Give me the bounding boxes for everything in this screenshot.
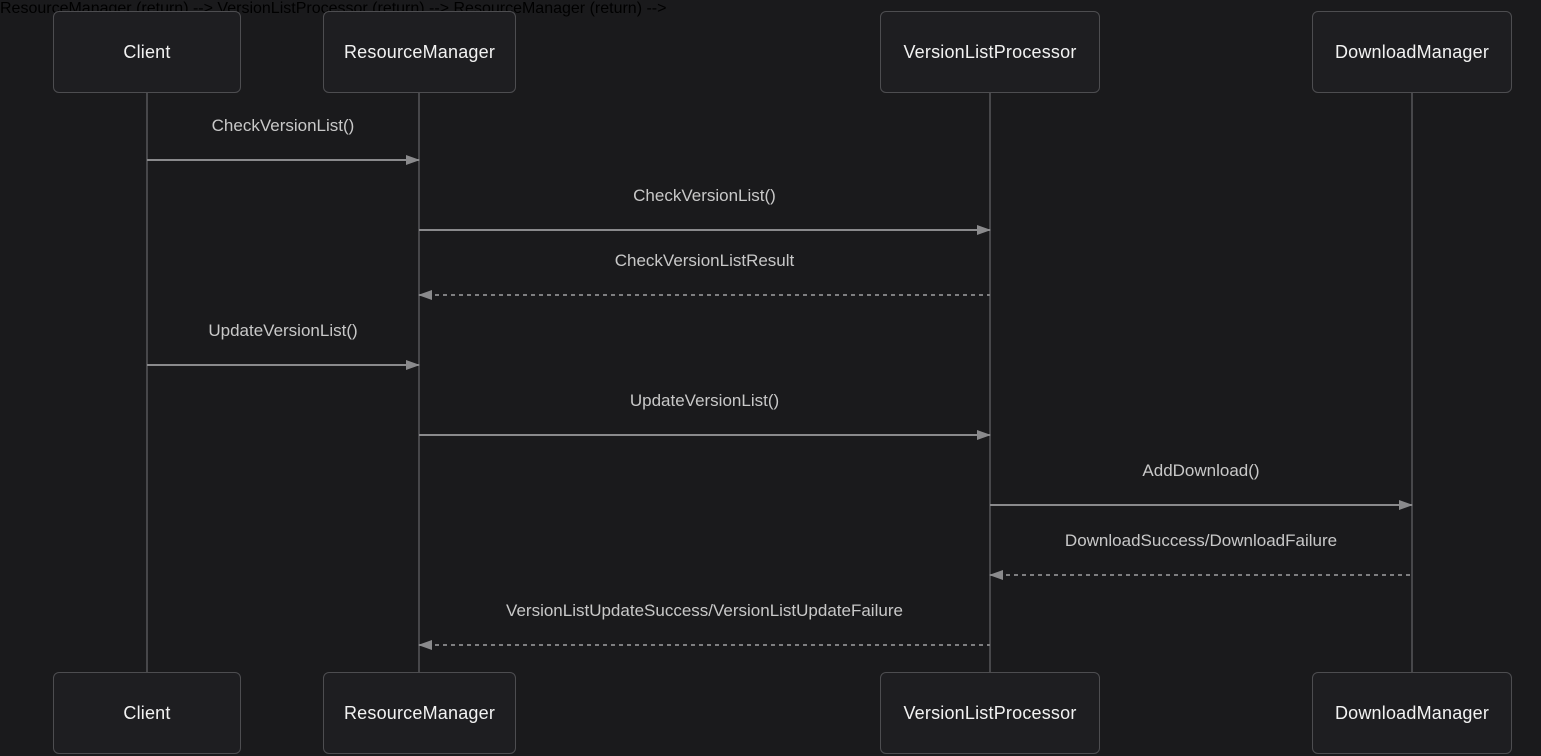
lifeline-versionlistprocessor — [989, 93, 991, 672]
arrowhead-right-icon — [406, 155, 420, 165]
message-8: VersionListUpdateSuccess/VersionListUpda… — [418, 596, 990, 650]
message-3-label: CheckVersionListResult — [614, 251, 795, 270]
participant-label: Client — [123, 702, 171, 723]
message-4: UpdateVersionList() — [147, 316, 420, 370]
message-1-label: CheckVersionList() — [211, 116, 355, 135]
message-4-line — [147, 364, 419, 366]
message-6-line — [990, 504, 1412, 506]
message-4-label: UpdateVersionList() — [208, 321, 358, 340]
participant-bottom-versionlistprocessor: VersionListProcessor — [880, 672, 1100, 754]
participant-label: VersionListProcessor — [903, 702, 1077, 723]
message-8-line — [419, 644, 990, 646]
arrowhead-right-icon — [1399, 500, 1413, 510]
participant-label: ResourceManager — [343, 41, 496, 62]
participant-label: Client — [123, 41, 171, 62]
message-7: DownloadSuccess/DownloadFailure — [989, 526, 1412, 580]
participant-top-resourcemanager: ResourceManager — [323, 11, 516, 93]
message-1-line — [147, 159, 419, 161]
participant-bottom-resourcemanager: ResourceManager — [323, 672, 516, 754]
participant-top-versionlistprocessor: VersionListProcessor — [880, 11, 1100, 93]
participant-top-downloadmanager: DownloadManager — [1312, 11, 1512, 93]
message-1: CheckVersionList() — [147, 111, 420, 165]
message-6-label: AddDownload() — [1142, 461, 1260, 480]
participant-label: VersionListProcessor — [903, 41, 1077, 62]
lifeline-client — [146, 93, 148, 672]
arrowhead-left-icon — [418, 290, 432, 300]
message-5: UpdateVersionList() — [419, 386, 991, 440]
participant-label: ResourceManager — [343, 702, 496, 723]
participant-top-client: Client — [53, 11, 241, 93]
message-2: CheckVersionList() — [419, 181, 991, 235]
message-2-label: CheckVersionList() — [633, 186, 776, 205]
message-7-line — [990, 574, 1412, 576]
arrowhead-right-icon — [406, 360, 420, 370]
message-3: CheckVersionListResult — [418, 246, 990, 300]
message-8-label: VersionListUpdateSuccess/VersionListUpda… — [506, 601, 903, 620]
message-5-label: UpdateVersionList() — [629, 391, 780, 410]
arrowhead-left-icon — [418, 640, 432, 650]
participant-bottom-client: Client — [53, 672, 241, 754]
arrowhead-right-icon — [977, 430, 991, 440]
message-6: AddDownload() — [990, 456, 1413, 510]
message-2-line — [419, 229, 990, 231]
message-7-label: DownloadSuccess/DownloadFailure — [1064, 531, 1338, 550]
participant-label: DownloadManager — [1334, 41, 1490, 62]
message-3-line — [419, 294, 990, 296]
lifeline-downloadmanager — [1411, 93, 1413, 672]
arrowhead-left-icon — [989, 570, 1003, 580]
lifeline-resourcemanager — [418, 93, 420, 672]
arrowhead-right-icon — [977, 225, 991, 235]
participant-bottom-downloadmanager: DownloadManager — [1312, 672, 1512, 754]
message-5-line — [419, 434, 990, 436]
participant-label: DownloadManager — [1334, 702, 1490, 723]
